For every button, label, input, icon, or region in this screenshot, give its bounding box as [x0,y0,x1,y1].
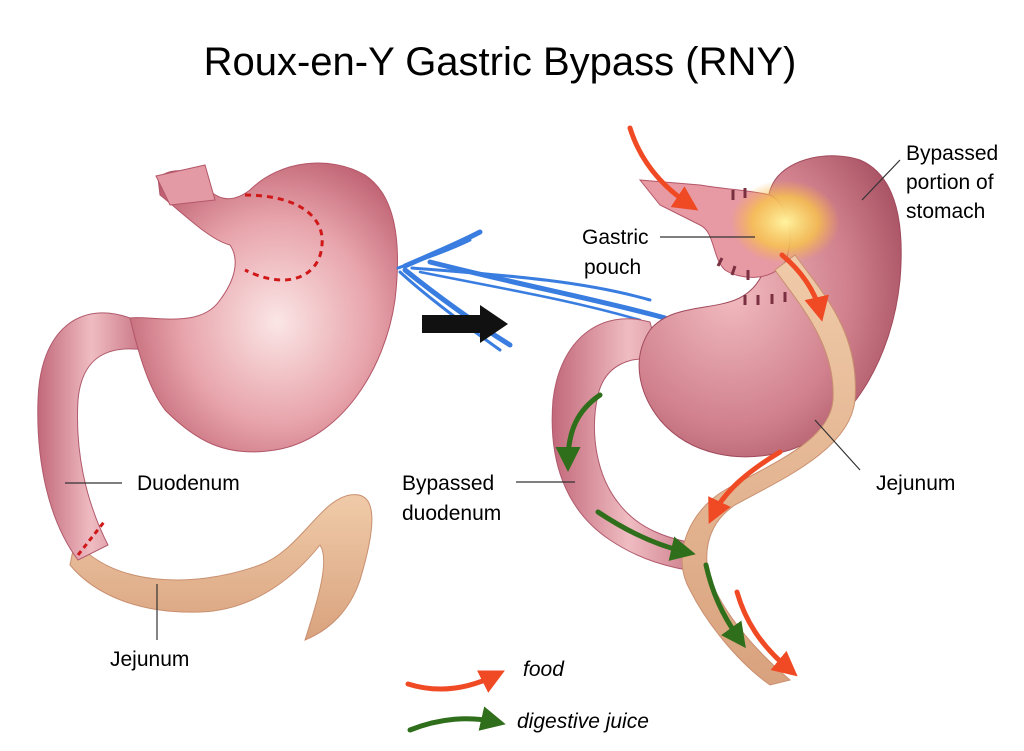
juice-flow-arrows [555,392,746,649]
bypassed-duodenum-label: Bypassed duodenum [402,472,501,525]
diagram-title: Roux-en-Y Gastric Bypass (RNY) [204,40,797,84]
esophagus-left-shape [155,164,216,206]
jejunum-roux-shape [681,254,856,686]
juice-arrow [555,392,603,472]
jejunum-right-leader [814,419,861,471]
legend-food-arrow [405,670,505,693]
duodenum-shape [37,312,146,561]
legend-food-label: food [523,658,565,681]
stomach-left-shape [129,162,398,453]
bypassed-duodenum-label-line: Bypassed [402,472,494,495]
normal-anatomy [37,162,398,641]
gastric-pouch-label: Gastric pouch [582,226,654,279]
food-arrow [779,252,829,322]
legend-juice-label: digestive juice [517,710,649,733]
food-arrow [627,125,699,211]
bypassed-duodenum-label-line: duodenum [402,502,501,525]
jejunum-left-shape [69,494,373,641]
duodenum-cut-line [76,521,106,556]
bypassed-stomach-label-line: portion of [906,171,994,194]
rny-anatomy [516,155,902,686]
staple-line [716,188,787,305]
pouch-cut-line [244,193,324,282]
pouch-glow [730,180,840,264]
food-arrow [734,589,798,677]
duodenum-label: Duodenum [137,472,240,495]
bypassed-stomach-leader [861,159,901,201]
transition-scribble [396,229,668,352]
jejunum-right-label: Jejunum [876,472,955,495]
bypassed-stomach-label-line: Bypassed [906,142,998,165]
juice-arrow [703,562,746,649]
bypassed-stomach-label: Bypassed portion of stomach [906,142,1004,223]
food-flow-arrows [627,125,829,677]
legend-juice-arrow [407,706,506,733]
gastric-pouch-label-line: pouch [584,256,641,279]
bypassed-stomach-label-line: stomach [906,200,985,223]
food-arrow [708,449,783,525]
juice-arrow [595,509,696,561]
arrow-right-icon [422,305,508,343]
gastric-pouch-label-line: Gastric [582,226,649,249]
legend: food digestive juice [405,658,649,733]
jejunum-left-label: Jejunum [110,648,189,671]
